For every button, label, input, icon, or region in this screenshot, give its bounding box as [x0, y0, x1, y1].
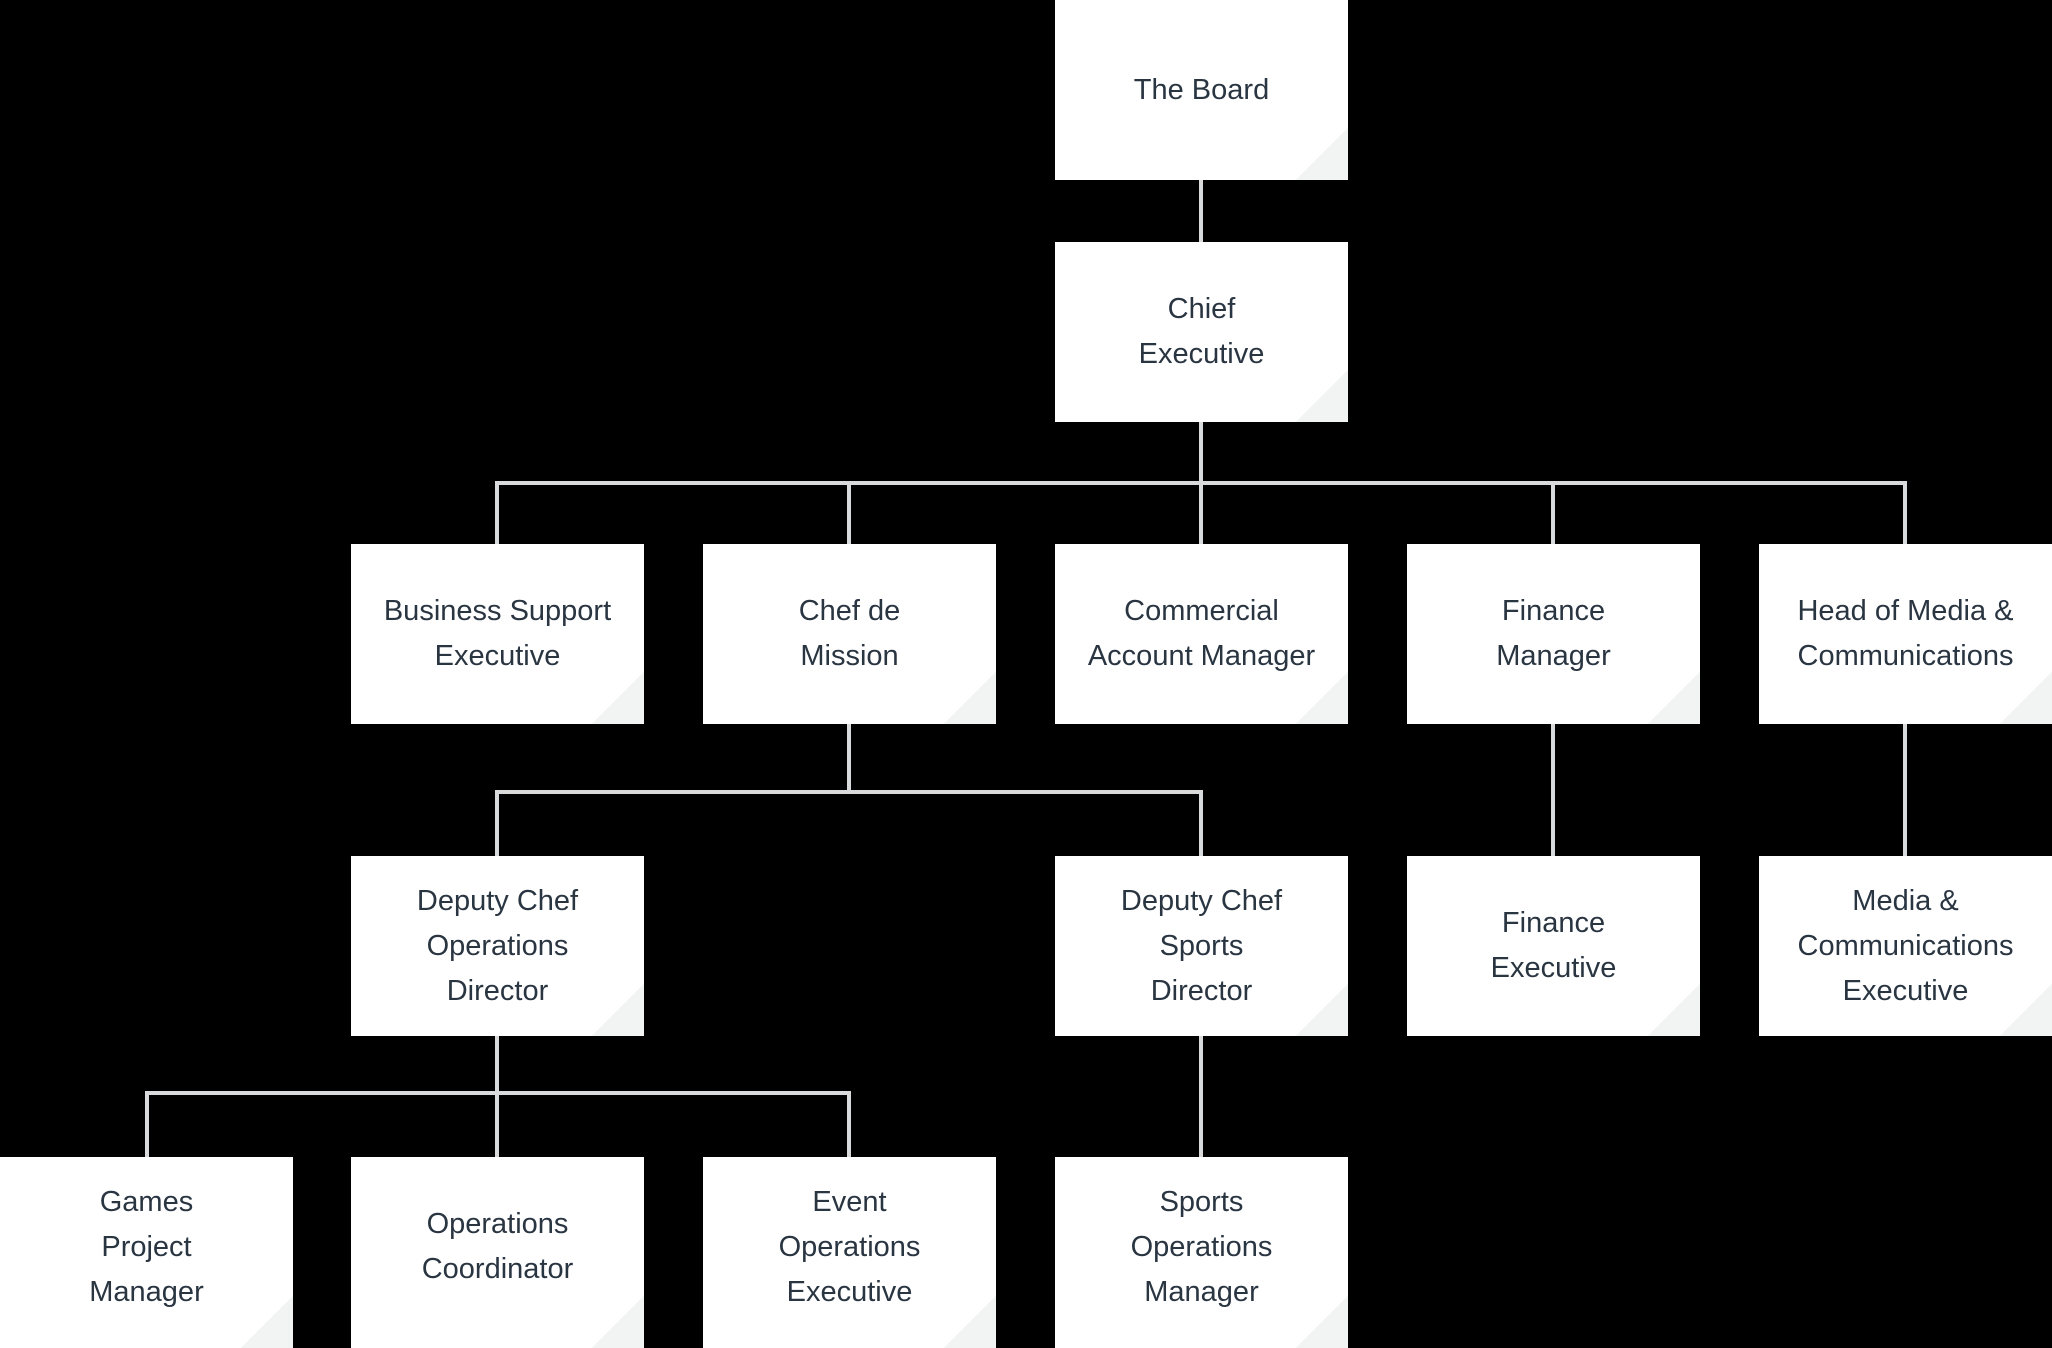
org-node-chef-de-mission: Chef de Mission: [703, 544, 996, 724]
connector-drop-finance-manager: [1551, 483, 1555, 544]
org-node-deputy-chef-operations-director: Deputy Chef Operations Director: [351, 856, 644, 1036]
connector-drop-deputy-chef-operations-director: [495, 792, 499, 856]
connector-deputy-chef-sports-to-sports-operations-manager: [1199, 1036, 1203, 1157]
connector-drop-chef-de-mission: [847, 483, 851, 544]
org-node-label: Chef de Mission: [798, 595, 901, 672]
connector-drop-games-project-manager: [145, 1093, 149, 1157]
org-node-label: Operations Coordinator: [421, 1208, 574, 1285]
org-node-label: Chief Executive: [1138, 293, 1265, 370]
org-node-label: Deputy Chef Operations Director: [416, 884, 579, 1007]
org-node-label: The Board: [1133, 73, 1270, 106]
org-node-commercial-account-manager: Commercial Account Manager: [1055, 544, 1348, 724]
org-node-label: Sports Operations Manager: [1130, 1185, 1273, 1308]
org-node-event-operations-executive: Event Operations Executive: [703, 1157, 996, 1348]
org-node-label: Games Project Manager: [89, 1185, 204, 1308]
org-node-the-board: The Board: [1055, 0, 1348, 180]
org-node-label: Commercial Account Manager: [1087, 595, 1316, 672]
org-node-finance-manager: Finance Manager: [1407, 544, 1700, 724]
org-node-label: Head of Media & Communications: [1797, 595, 2014, 672]
org-node-label: Business Support Executive: [383, 595, 612, 672]
connector-drop-head-of-media-communications: [1903, 483, 1907, 544]
connector-bus-chef-de-mission-children: [495, 790, 1203, 794]
connector-drop-operations-coordinator: [495, 1093, 499, 1157]
connector-chef-de-mission-to-bus: [847, 724, 851, 792]
org-node-operations-coordinator: Operations Coordinator: [351, 1157, 644, 1348]
org-node-label: Finance Executive: [1490, 907, 1617, 984]
connector-drop-commercial-account-manager: [1199, 483, 1203, 544]
org-node-label: Event Operations Executive: [778, 1185, 921, 1308]
connector-drop-deputy-chef-sports-director: [1199, 792, 1203, 856]
org-node-sports-operations-manager: Sports Operations Manager: [1055, 1157, 1348, 1348]
connector-head-of-media-to-media-executive: [1903, 724, 1907, 856]
connector-drop-business-support-executive: [495, 483, 499, 544]
connector-board-to-chief-executive: [1199, 180, 1203, 242]
connector-deputy-chef-operations-to-bus: [495, 1036, 499, 1093]
connector-finance-manager-to-finance-executive: [1551, 724, 1555, 856]
org-node-label: Finance Manager: [1496, 595, 1611, 672]
org-node-finance-executive: Finance Executive: [1407, 856, 1700, 1036]
org-node-deputy-chef-sports-director: Deputy Chef Sports Director: [1055, 856, 1348, 1036]
org-node-business-support-executive: Business Support Executive: [351, 544, 644, 724]
org-node-label: Deputy Chef Sports Director: [1120, 884, 1283, 1007]
org-node-games-project-manager: Games Project Manager: [0, 1157, 293, 1348]
connector-drop-event-operations-executive: [847, 1093, 851, 1157]
org-node-media-communications-executive: Media & Communications Executive: [1759, 856, 2052, 1036]
org-node-head-of-media-communications: Head of Media & Communications: [1759, 544, 2052, 724]
connector-chief-executive-to-bus: [1199, 422, 1203, 483]
org-node-chief-executive: Chief Executive: [1055, 242, 1348, 422]
org-node-label: Media & Communications Executive: [1797, 884, 2014, 1007]
